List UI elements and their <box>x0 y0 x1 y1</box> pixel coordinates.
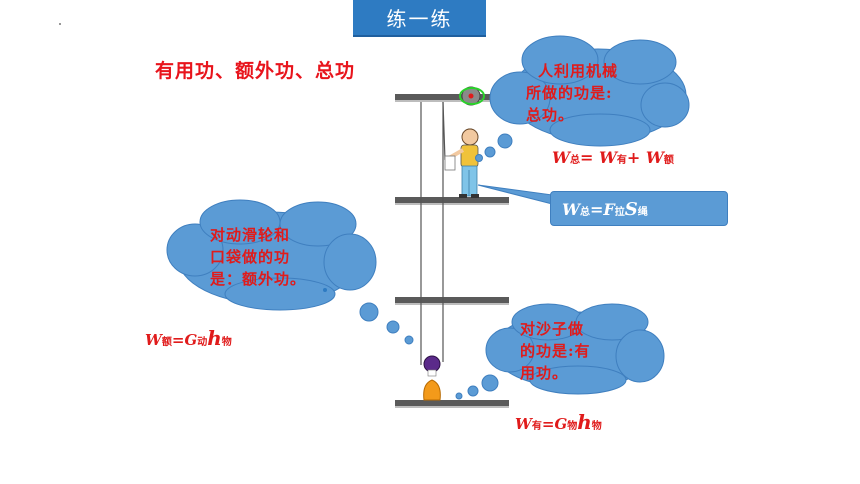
sandbag <box>423 379 441 401</box>
rope-lines <box>420 101 446 365</box>
formula-extra: W额=G动h物 <box>145 326 232 350</box>
page-title: 有用功、额外功、总功 <box>155 60 356 82</box>
formula-callout-box <box>550 191 728 226</box>
floor-ground <box>395 400 509 406</box>
bubble-extra <box>166 199 414 345</box>
formula-total-sum: W总= W有+ W额 <box>552 148 674 167</box>
bubble-total-text: 人利用机械 所做的功是: 总功。 <box>526 62 619 124</box>
bubble-useful <box>455 303 665 400</box>
formula-total-fs: W总=F拉S绳 <box>562 199 648 220</box>
bubble-extra-text: 对动滑轮和 口袋做的功 是：额外功。 <box>210 226 307 288</box>
movable-pulley <box>423 355 441 377</box>
floor-third <box>395 197 509 203</box>
floor-second <box>395 297 509 303</box>
bubble-total <box>475 35 690 162</box>
person-figure <box>444 128 479 198</box>
fixed-pulley <box>459 86 485 106</box>
floor-slabs <box>395 94 509 408</box>
bubble-useful-text: 对沙子做 的功是:有 用功。 <box>520 320 591 382</box>
header-tab: 练一练 <box>353 0 486 37</box>
formula-useful: W有=G物h物 <box>515 410 602 434</box>
header-title: 练一练 <box>386 7 453 31</box>
floor-top <box>395 94 509 100</box>
